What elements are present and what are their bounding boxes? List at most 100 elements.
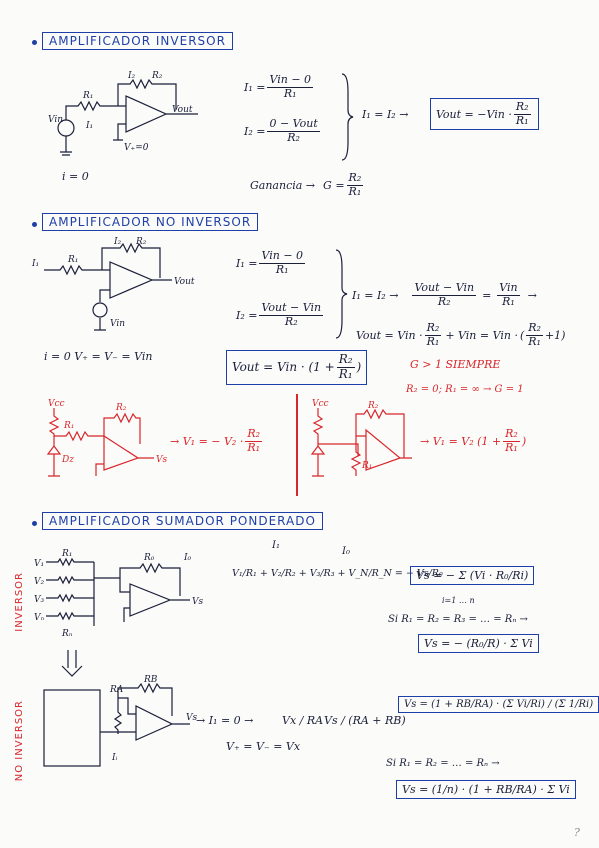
vout-line-mid: + Vin = Vin · — [445, 328, 518, 342]
svg-text:Vout: Vout — [174, 277, 195, 287]
result-den: R₁ — [515, 113, 529, 127]
svg-text:V₊=0: V₊=0 — [124, 143, 149, 153]
circuit-zener-no-inversor: Vcc R₂ R₁ — [310, 399, 412, 477]
svg-text:R₁: R₁ — [361, 461, 372, 471]
input-resistors — [46, 557, 181, 626]
svg-text:I₂: I₂ — [127, 71, 136, 81]
bullet — [32, 521, 37, 526]
mid-den: R₂ — [437, 294, 451, 308]
boxed-den: R₁ — [338, 366, 353, 381]
red-left-eq: → V₁ = − V₂ · — [170, 434, 244, 448]
red-right-end: ) — [521, 434, 527, 448]
svg-text:R₁: R₁ — [82, 91, 93, 101]
svg-text:I₁: I₁ — [31, 259, 39, 269]
svg-text:Vin: Vin — [110, 319, 125, 329]
page-mark: ? — [574, 826, 580, 839]
dz-label: Dz — [61, 455, 74, 465]
vout-line: Vout = Vin · — [356, 328, 423, 342]
sum-equation: V₁/R₁ + V₂/R₂ + V₃/R₃ + V_N/R_N = − Vs/R… — [232, 568, 443, 579]
rhs-num: Vin — [497, 281, 520, 296]
current-i0: I₀ — [183, 553, 192, 563]
sum-term: V_N/R_N — [348, 568, 392, 579]
equal-label: I₁ = I₂ → — [352, 288, 399, 302]
red-divider — [296, 394, 298, 496]
result-4: Vs = (1/n) · (1 + RB/RA) · Σ Vi — [402, 783, 570, 796]
res-r1: R₁ — [61, 549, 72, 559]
svg-text:I₂: I₂ — [113, 237, 122, 247]
sum-limits: i=1 … n — [442, 596, 475, 605]
sum-term: V₃/R₃ — [309, 568, 335, 579]
eq-num: 0 − Vout — [267, 117, 320, 132]
eq-label: I₂ = — [244, 124, 266, 138]
eq-den: R₁ — [275, 262, 289, 276]
conditions-no-inversor: i = 0 V₊ = V₋ = Vin — [44, 350, 153, 363]
section-title-inversor: AMPLIFICADOR INVERSOR — [42, 32, 233, 50]
noninv-frac2: Vs / (RA + RB) — [324, 714, 406, 727]
circuit-sumador-no-inversor: RA RB Vs Iᵢ — [43, 675, 197, 767]
gain-num: R₂ — [346, 171, 364, 186]
side-label-no-inversor: NO INVERSOR — [14, 700, 25, 782]
down-arrow — [61, 650, 83, 677]
section-title-no-inversor: AMPLIFICADOR NO INVERSOR — [42, 213, 259, 231]
svg-text:Vin: Vin — [48, 115, 63, 125]
svg-text:I₁: I₁ — [85, 121, 93, 131]
rhs-den: R₁ — [502, 294, 515, 308]
eq-num: Vin − 0 — [267, 73, 314, 88]
condition-equal-resistors: Si R₁ = R₂ = R₃ = … = Rₙ → — [388, 614, 528, 625]
result-2: Vs = − (R₀/R) · Σ Vi — [424, 637, 533, 650]
red-right-den: R₁ — [505, 440, 518, 454]
vcc-label: Vcc — [48, 399, 65, 409]
svg-text:Vout: Vout — [172, 105, 193, 115]
red-right-num: R₂ — [503, 427, 520, 442]
equality-currents: I₁ = I₂ → — [362, 108, 409, 121]
boxed-end: ) — [356, 360, 362, 375]
svg-text:Vcc: Vcc — [312, 399, 329, 409]
eq-den: R₂ — [287, 130, 300, 144]
result-box-sumador-3: Vs = (1 + RB/RA) · (Σ Vi/Ri) / (Σ 1/Ri) — [398, 696, 599, 713]
output-vs: Vs — [186, 713, 197, 723]
sum-term: V₂/R₂ — [270, 568, 296, 579]
res-rn: Rₙ — [61, 629, 73, 639]
gain-label: Ganancia → — [250, 178, 316, 192]
gain-lhs: G = — [323, 178, 345, 192]
svg-text:R₂: R₂ — [367, 401, 379, 411]
label-i0: I₀ — [342, 546, 350, 557]
side-label-inversor: INVERSOR — [14, 572, 25, 632]
input-vn: Vₙ — [34, 613, 44, 623]
eq-den: R₁ — [283, 86, 297, 100]
svg-text:R₂: R₂ — [151, 71, 163, 81]
current-condition: i = 0 — [62, 170, 89, 183]
gain-special-case: R₂ = 0; R₁ = ∞ → G = 1 — [406, 384, 524, 395]
eq-num: Vin − 0 — [259, 249, 306, 264]
input-v3: V₃ — [34, 595, 44, 605]
red-left-den: R₁ — [247, 440, 261, 454]
noninv-eq2: V₊ = V₋ = Vx — [226, 740, 301, 753]
brace — [341, 73, 354, 161]
bullet — [32, 222, 37, 227]
input-v1: V₁ — [34, 559, 44, 569]
result-num: R₂ — [513, 100, 531, 115]
bullet — [32, 40, 37, 45]
label-ii: I₁ — [272, 540, 280, 551]
input-v2: V₂ — [34, 577, 44, 587]
result-box-sumador-1: Vs = − Σ (Vi · R₀/Ri) — [410, 566, 535, 585]
circuit-zener-inversor: Vcc R₁ R₂ Dz Vs — [46, 399, 167, 477]
circuit-no-inversor: I₁ R₁ R₂ I₂ Vout Vin — [31, 237, 195, 331]
noninv-eq1: → I₁ = 0 → — [196, 714, 254, 727]
r1-label: R₁ — [63, 421, 74, 431]
boxed-num: R₂ — [336, 352, 355, 368]
mid-num: Vout − Vin — [412, 281, 477, 296]
svg-text:R₂: R₂ — [135, 237, 147, 247]
mid-eq: = — [482, 288, 492, 302]
condition-equal-resistors-2: Si R₁ = R₂ = … = Rₙ → — [386, 758, 500, 769]
res-rb: RB — [143, 675, 158, 685]
